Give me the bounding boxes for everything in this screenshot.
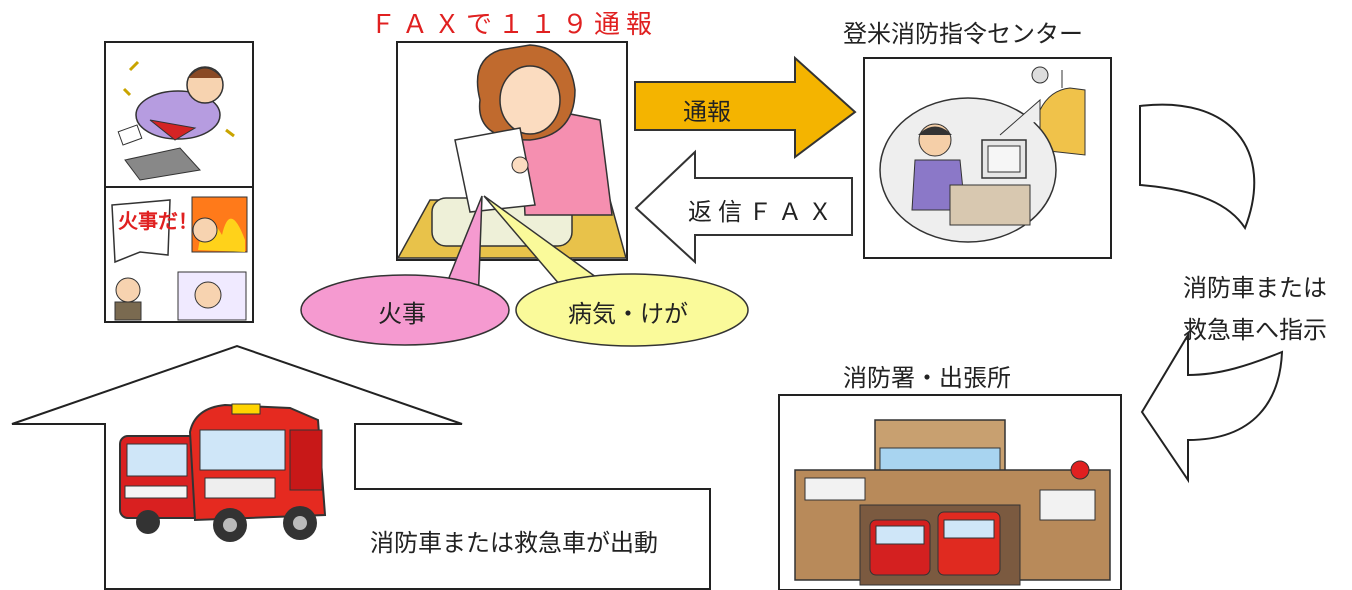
reply-arrow (634, 149, 853, 265)
instruction-arrow-bottom (1140, 331, 1284, 484)
fire-shout-text: 火事だ！ (118, 209, 198, 233)
instruction-label-line1: 消防車または (1183, 274, 1327, 302)
fire-bubble (300, 195, 510, 346)
dispatch-arrow (11, 344, 711, 590)
command-center-label: 登米消防指令センター (843, 20, 1083, 48)
instruction-label-line2: 救急車へ指示 (1183, 316, 1327, 344)
dispatcher-illustration (879, 66, 1086, 243)
illness-bubble (483, 195, 749, 347)
report-arrow (634, 55, 857, 159)
fire-scene-illustration: 火事だ！ (111, 196, 248, 321)
fire-station-illustration (794, 419, 1111, 586)
fire-trucks-illustration (119, 403, 327, 542)
reply-arrow-label: 返信ＦＡＸ (688, 198, 838, 226)
report-arrow-label: 通報 (683, 98, 731, 126)
injured-person-illustration (117, 60, 235, 181)
fire-station-label: 消防署・出張所 (843, 364, 1011, 392)
fire-bubble-label: 火事 (378, 300, 426, 328)
illness-bubble-label: 病気・けが (568, 300, 688, 328)
fax-title: ＦＡＸで１１９通報 (370, 10, 659, 40)
instruction-arrow-top (1139, 103, 1256, 231)
dispatch-label: 消防車または救急車が出動 (370, 529, 658, 557)
